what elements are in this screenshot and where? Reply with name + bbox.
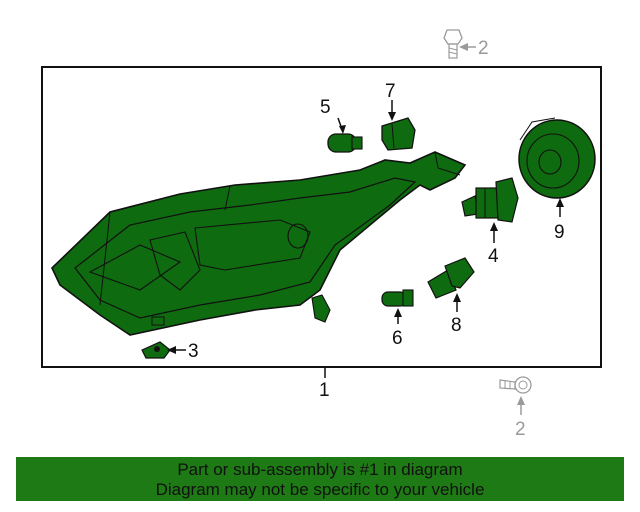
footer-line-1: Part or sub-assembly is #1 in diagram: [177, 460, 463, 479]
bolt-bottom[interactable]: [499, 376, 532, 394]
dust-cover[interactable]: [518, 117, 596, 199]
bolt-top[interactable]: [443, 29, 463, 59]
headlamp-bulb[interactable]: [461, 177, 519, 223]
callout-6: 6: [392, 328, 403, 349]
turn-signal-bulb[interactable]: [427, 257, 475, 299]
small-bulb[interactable]: [381, 289, 414, 307]
callout-8: 8: [451, 315, 462, 336]
callout-3: 3: [188, 341, 199, 362]
callout-9: 9: [554, 222, 565, 243]
callout-2-bottom: 2: [515, 419, 526, 440]
callout-5: 5: [320, 97, 331, 118]
footer-line-2: Diagram may not be specific to your vehi…: [155, 480, 485, 499]
assembly-frame: [41, 66, 602, 368]
headlamp-assembly[interactable]: [51, 151, 467, 336]
callout-1: 1: [319, 380, 330, 401]
bulb-socket[interactable]: [381, 117, 416, 151]
callout-2-top: 2: [478, 38, 489, 59]
footer-banner: Part or sub-assembly is #1 in diagram Di…: [16, 457, 624, 501]
callout-7: 7: [385, 81, 396, 102]
callout-4: 4: [488, 246, 499, 267]
side-marker-bulb[interactable]: [327, 133, 363, 153]
nut-clip[interactable]: [141, 341, 171, 359]
